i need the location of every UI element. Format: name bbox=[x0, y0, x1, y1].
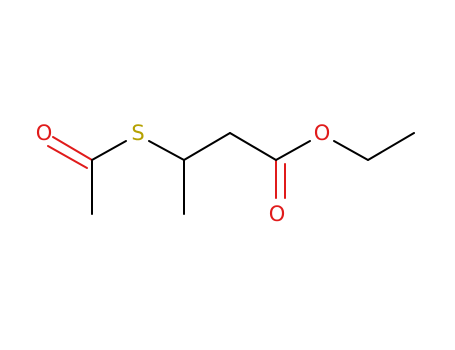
atom-label-ester-ether-oxygen: O bbox=[314, 121, 331, 145]
bond-sulfur-methine bbox=[148, 140, 185, 161]
bond-thioester-carbonyl-a bbox=[52, 136, 93, 161]
bond-group bbox=[47, 132, 415, 215]
atom-label-sulfur: S bbox=[131, 121, 144, 145]
bond-methylene-ester-carbon bbox=[229, 132, 277, 161]
atom-label-thioester-oxygen: O bbox=[36, 121, 53, 145]
bond-thioester-carbonyl-b bbox=[47, 145, 88, 169]
bond-ethyl-methyl bbox=[367, 132, 415, 161]
atom-label-ester-carbonyl-oxygen: O bbox=[269, 202, 286, 226]
bond-ester-carbon-oxygen bbox=[275, 140, 311, 161]
bond-methine-methylene bbox=[183, 132, 231, 161]
bond-acyl-sulfur bbox=[91, 140, 127, 161]
bond-oxygen-ethyl bbox=[333, 140, 369, 161]
